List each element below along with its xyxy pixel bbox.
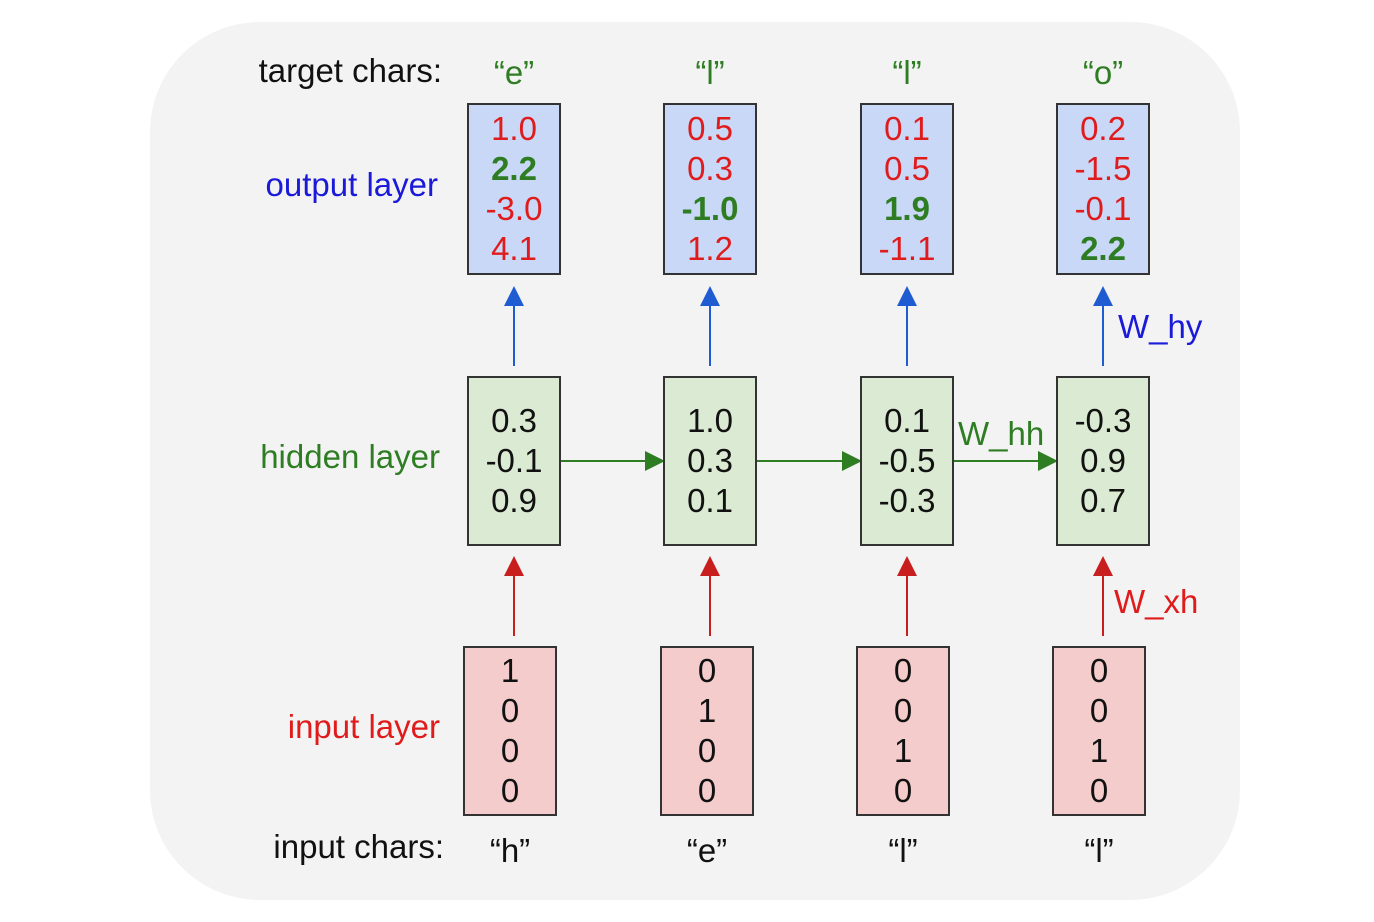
input-vector-value: 1 bbox=[697, 692, 717, 729]
hidden-vector-value: 0.3 bbox=[687, 442, 733, 479]
input-vector-value: 0 bbox=[893, 652, 913, 689]
output-vector-value: -1.5 bbox=[1074, 150, 1132, 187]
input-vector-value: 0 bbox=[500, 772, 520, 809]
hidden-vector-value: 0.7 bbox=[1080, 482, 1126, 519]
input-vector-value: 0 bbox=[893, 772, 913, 809]
output-vector-value: -1.0 bbox=[681, 190, 739, 227]
target-char: “l” bbox=[892, 54, 922, 91]
output-vector-value: -3.0 bbox=[485, 190, 543, 227]
input-chars-label: input chars: bbox=[273, 828, 444, 865]
target-char: “e” bbox=[493, 54, 535, 91]
hidden-vector-value: 0.3 bbox=[491, 402, 537, 439]
hidden-vector-value: 0.1 bbox=[884, 402, 930, 439]
hidden-vector-value: -0.5 bbox=[878, 442, 936, 479]
input-char: “l” bbox=[888, 832, 918, 869]
output-vector-value: 0.2 bbox=[1080, 110, 1126, 147]
hidden-layer-label: hidden layer bbox=[260, 438, 440, 475]
output-vector-value: -0.1 bbox=[1074, 190, 1132, 227]
hidden-vector-value: 0.9 bbox=[1080, 442, 1126, 479]
output-layer-label: output layer bbox=[265, 166, 438, 203]
output-vector-value: 0.3 bbox=[687, 150, 733, 187]
input-vector-value: 1 bbox=[1089, 732, 1109, 769]
hidden-vector-value: -0.3 bbox=[878, 482, 936, 519]
hidden-vector-value: 1.0 bbox=[687, 402, 733, 439]
input-vector-value: 1 bbox=[500, 652, 520, 689]
output-vector-value: 2.2 bbox=[1080, 230, 1126, 267]
output-vector-value: -1.1 bbox=[878, 230, 936, 267]
output-vector-value: 0.5 bbox=[884, 150, 930, 187]
input-vector-value: 0 bbox=[697, 772, 717, 809]
w-hh-label: W_hh bbox=[958, 415, 1045, 452]
input-vector-value: 0 bbox=[1089, 692, 1109, 729]
target-chars-label: target chars: bbox=[258, 52, 442, 89]
input-char: “e” bbox=[686, 832, 728, 869]
input-vector-value: 1 bbox=[893, 732, 913, 769]
target-char: “l” bbox=[695, 54, 725, 91]
input-vector-value: 0 bbox=[1089, 772, 1109, 809]
input-vector-value: 0 bbox=[697, 652, 717, 689]
output-vector-value: 2.2 bbox=[491, 150, 537, 187]
output-vector-value: 1.2 bbox=[687, 230, 733, 267]
hidden-vector-value: -0.1 bbox=[485, 442, 543, 479]
output-vector-value: 1.9 bbox=[884, 190, 930, 227]
hidden-vector-value: 0.1 bbox=[687, 482, 733, 519]
hidden-vector: 0.1-0.5-0.3 bbox=[860, 376, 954, 546]
input-char: “h” bbox=[489, 832, 531, 869]
hidden-vector-value: 0.9 bbox=[491, 482, 537, 519]
output-vector-value: 0.1 bbox=[884, 110, 930, 147]
input-char: “l” bbox=[1084, 832, 1114, 869]
input-vector-value: 0 bbox=[893, 692, 913, 729]
output-vector-value: 0.5 bbox=[687, 110, 733, 147]
target-char: “o” bbox=[1082, 54, 1124, 91]
input-vector-value: 0 bbox=[500, 692, 520, 729]
input-vector-value: 0 bbox=[500, 732, 520, 769]
output-vector-value: 4.1 bbox=[491, 230, 537, 267]
w-hy-label: W_hy bbox=[1118, 308, 1203, 345]
input-vector-value: 0 bbox=[697, 732, 717, 769]
w-xh-label: W_xh bbox=[1114, 583, 1199, 620]
input-layer-label: input layer bbox=[287, 708, 440, 745]
output-vector-value: 1.0 bbox=[491, 110, 537, 147]
input-vector-value: 0 bbox=[1089, 652, 1109, 689]
hidden-vector-value: -0.3 bbox=[1074, 402, 1132, 439]
